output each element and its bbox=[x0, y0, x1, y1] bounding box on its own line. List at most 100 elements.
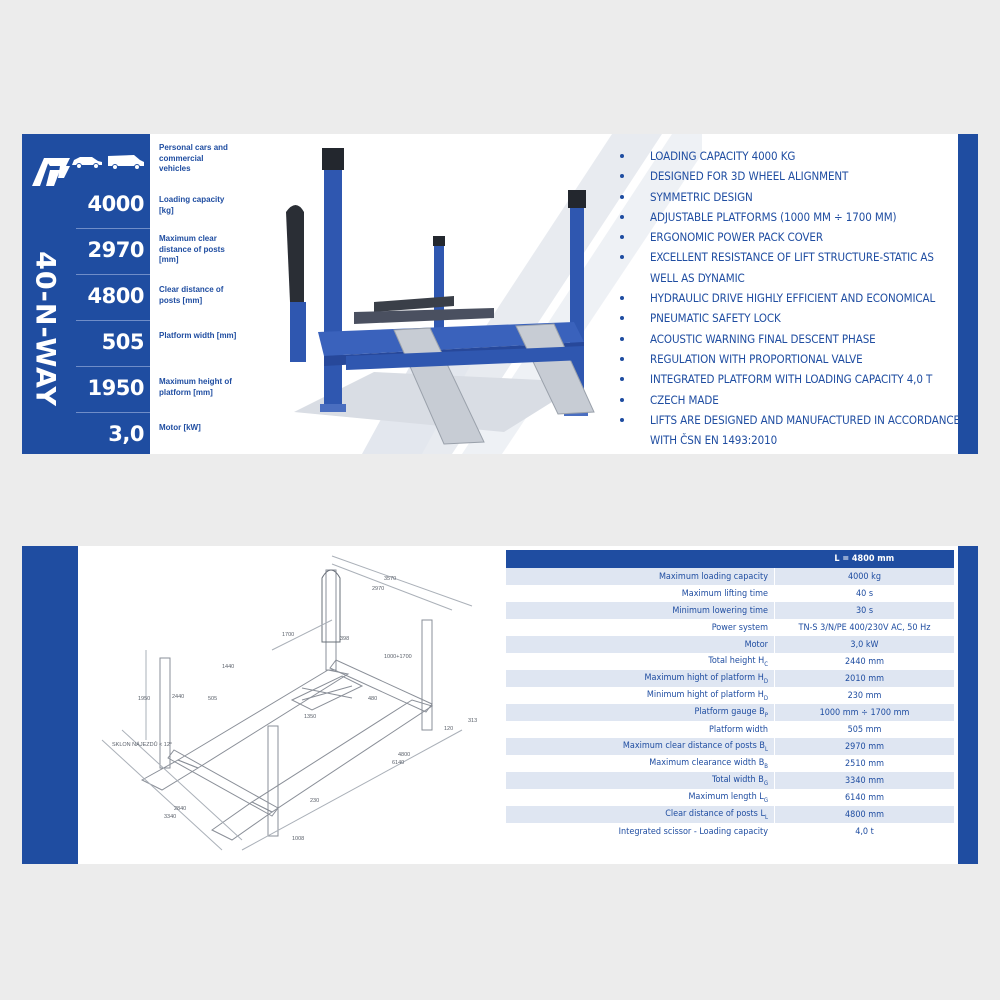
feature-item: Acoustic warning final descent phase bbox=[620, 329, 960, 349]
stat-label: Maximum clear distance of posts [mm] bbox=[159, 234, 225, 264]
spec-value: 1000 mm ÷ 1700 mm bbox=[774, 704, 954, 721]
spec-value: 4000 kg bbox=[774, 568, 954, 585]
spec-header-variant: L = 4800 mm bbox=[774, 550, 954, 568]
stat-label: Motor [kW] bbox=[159, 423, 201, 432]
stat-motor: 3,0 bbox=[76, 416, 150, 454]
stat-value: 4800 bbox=[87, 284, 145, 308]
dim-label: 1000+1700 bbox=[384, 654, 412, 660]
post-front-right bbox=[267, 725, 279, 837]
feature-item: Czech made bbox=[620, 390, 960, 410]
spec-label-subscript: P bbox=[764, 711, 768, 719]
spec-value: TN-S 3/N/PE 400/230V AC, 50 Hz bbox=[774, 619, 954, 636]
spec-label-subscript: G bbox=[763, 779, 768, 787]
stat-platform-width: 505 bbox=[76, 324, 150, 367]
dim-label: 3570 bbox=[384, 576, 396, 582]
spec-table-header: L = 4800 mm bbox=[506, 550, 954, 568]
brand-logo-icon bbox=[32, 158, 70, 186]
dim-label: 505 bbox=[208, 696, 217, 702]
stat-label: Clear distance of posts [mm] bbox=[159, 285, 224, 305]
feature-item: Adjustable platforms (1000 mm ÷ 1700 mm) bbox=[620, 207, 960, 227]
feature-list: Loading capacity 4000 kg Designed for 3D… bbox=[620, 146, 960, 450]
spec-value: 230 mm bbox=[774, 687, 954, 704]
spec-label: Minimum hight of platform HD bbox=[506, 687, 775, 704]
spec-value: 2510 mm bbox=[774, 755, 954, 772]
dim-label: 4800 bbox=[398, 752, 410, 758]
product-overview-card: 40-N-WAY 4000 2970 4800 bbox=[22, 134, 978, 454]
stat-max-clear-distance: 2970 bbox=[76, 232, 150, 275]
feature-item: Lifts are designed and manufactured in a… bbox=[620, 410, 960, 451]
spec-label: Maximum length LG bbox=[506, 789, 775, 806]
model-name: 40-N-WAY bbox=[29, 251, 61, 407]
spec-label: Maximum clearance width BB bbox=[506, 755, 775, 772]
spec-label: Motor bbox=[506, 636, 775, 653]
four-post-lift-illustration bbox=[286, 148, 595, 445]
spec-label-subscript: C bbox=[764, 660, 768, 668]
spec-value: 4800 mm bbox=[774, 806, 954, 823]
spec-value: 40 s bbox=[774, 585, 954, 602]
spec-value: 6140 mm bbox=[774, 789, 954, 806]
spec-label: Platform width bbox=[506, 721, 775, 738]
technical-drawing: 3570 2970 1000+1700 1700 1440 505 480 19… bbox=[101, 555, 477, 851]
left-accent-bar bbox=[22, 546, 78, 864]
spec-label: Minimum lowering time bbox=[506, 602, 775, 619]
stat-label: Platform width [mm] bbox=[159, 331, 237, 340]
dim-label: 230 bbox=[310, 798, 319, 804]
stat-value: 4000 bbox=[87, 192, 145, 216]
feature-item: Symmetric design bbox=[620, 187, 960, 207]
feature-item: Integrated platform with loading capacit… bbox=[620, 369, 960, 389]
spec-label-subscript: B bbox=[764, 762, 768, 770]
post-rear-right bbox=[421, 619, 433, 731]
spec-value: 3,0 kW bbox=[774, 636, 954, 653]
right-accent-bar bbox=[958, 546, 978, 864]
spec-value: 4,0 t bbox=[774, 823, 954, 840]
dim-label: 1950 bbox=[138, 696, 150, 702]
right-accent-bar bbox=[958, 134, 978, 454]
dim-label: 2440 bbox=[172, 694, 184, 700]
post-front-left bbox=[159, 657, 171, 769]
spec-header-label-cell bbox=[506, 550, 775, 568]
feature-item: Hydraulic drive highly efficient and eco… bbox=[620, 288, 960, 308]
feature-item: Excellent resistance of lift structure-s… bbox=[620, 247, 960, 288]
car-icon bbox=[72, 157, 102, 169]
spec-value: 505 mm bbox=[774, 721, 954, 738]
feature-item: Designed for 3D wheel alignment bbox=[620, 166, 960, 186]
spec-label: Platform gauge BP bbox=[506, 704, 775, 721]
spec-label-subscript: L bbox=[764, 745, 768, 753]
technical-specs-card: 3570 2970 1000+1700 1700 1440 505 480 19… bbox=[22, 546, 978, 864]
model-name-vertical: 40-N-WAY bbox=[25, 224, 65, 434]
spec-label-subscript: G bbox=[763, 796, 768, 804]
stat-value: 3,0 bbox=[108, 422, 144, 446]
spec-value: 30 s bbox=[774, 602, 954, 619]
dim-label: 1700 bbox=[282, 632, 294, 638]
spec-value: 2440 mm bbox=[774, 653, 954, 670]
dim-label: 480 bbox=[368, 696, 377, 702]
spec-label: Maximum loading capacity bbox=[506, 568, 775, 585]
spec-label: Maximum clear distance of posts BL bbox=[506, 738, 775, 755]
stat-clear-distance: 4800 bbox=[76, 278, 150, 321]
spec-label: Integrated scissor - Loading capacity bbox=[506, 823, 775, 840]
stat-max-height: 1950 bbox=[76, 370, 150, 413]
vehicle-label: Personal cars and commercial vehicles bbox=[159, 143, 228, 173]
spec-label: Maximum hight of platform HD bbox=[506, 670, 775, 687]
spec-value: 3340 mm bbox=[774, 772, 954, 789]
spec-label: Power system bbox=[506, 619, 775, 636]
dim-label: 313 bbox=[468, 718, 477, 724]
spec-value: 2010 mm bbox=[774, 670, 954, 687]
dim-label: 398 bbox=[340, 636, 349, 642]
dim-label: 1008 bbox=[292, 836, 304, 842]
stat-label: Maximum height of platform [mm] bbox=[159, 377, 232, 397]
